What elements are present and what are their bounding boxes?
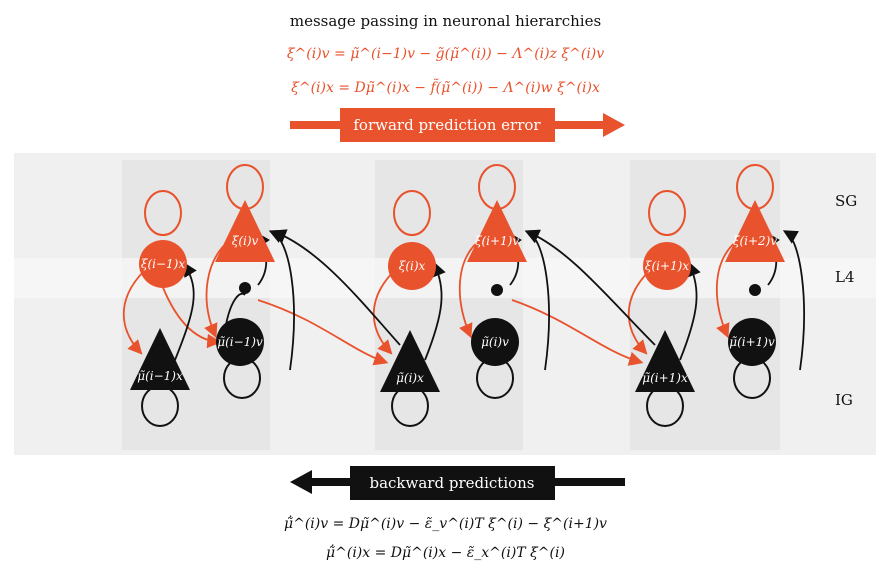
node-mu-v-1: μ̃(i−1)v — [217, 335, 263, 349]
node-mu-v-3: μ̃(i+1)v — [729, 335, 775, 349]
column-2: ξ(i)x ξ(i+1)v μ̃(i)v μ̃(i)x — [373, 164, 527, 427]
layer-label-ig: IG — [835, 391, 853, 409]
backward-arrow-label: backward predictions — [369, 474, 534, 492]
node-xi-v-1: ξ(i)v — [232, 234, 259, 248]
column-textures — [122, 160, 780, 450]
node-xi-x-1: ξ(i−1)x — [141, 257, 186, 271]
equation-forward-v: ξ^(i)v = μ̃^(i−1)v − g̃(μ̃^(i)) − Λ^(i)z… — [286, 46, 605, 62]
column-1: ξ(i−1)x ξ(i)v μ̃(i−1)v μ̃(i−1)x — [123, 164, 275, 427]
equation-backward-v: μ̃̇^(i)v = Dμ̃^(i)v − ε̃_v^(i)T ξ^(i) − … — [284, 516, 607, 532]
forward-arrow: forward prediction error — [290, 108, 625, 142]
page-title: message passing in neuronal hierarchies — [289, 12, 602, 30]
equation-forward-x: ξ^(i)x = Dμ̃^(i)x − f̃(μ̃^(i)) − Λ^(i)w … — [291, 80, 600, 96]
backward-arrow: backward predictions — [290, 466, 625, 500]
node-xi-x-3: ξ(i+1)x — [645, 259, 690, 273]
forward-arrow-label: forward prediction error — [353, 116, 541, 134]
column-3: ξ(i+1)x ξ(i+2)v μ̃(i+1)v μ̃(i+1)x — [628, 164, 785, 427]
node-mu-x-3: μ̃(i+1)x — [642, 371, 688, 385]
equation-backward-x: μ̃̇^(i)x = Dμ̃^(i)x − ε̃_x^(i)T ξ^(i) — [326, 545, 565, 561]
inter-column-connections — [257, 229, 805, 371]
node-mu-x-1: μ̃(i−1)x — [137, 369, 183, 383]
layer-label-l4: L4 — [835, 268, 855, 286]
node-xi-x-2: ξ(i)x — [399, 259, 426, 273]
node-mu-v-2: μ̃(i)v — [481, 335, 509, 349]
node-xi-v-2: ξ(i+1)v — [475, 234, 520, 248]
node-xi-v-3: ξ(i+2)v — [733, 234, 778, 248]
node-mu-x-2: μ̃(i)x — [396, 371, 424, 385]
layer-label-sg: SG — [835, 192, 858, 210]
